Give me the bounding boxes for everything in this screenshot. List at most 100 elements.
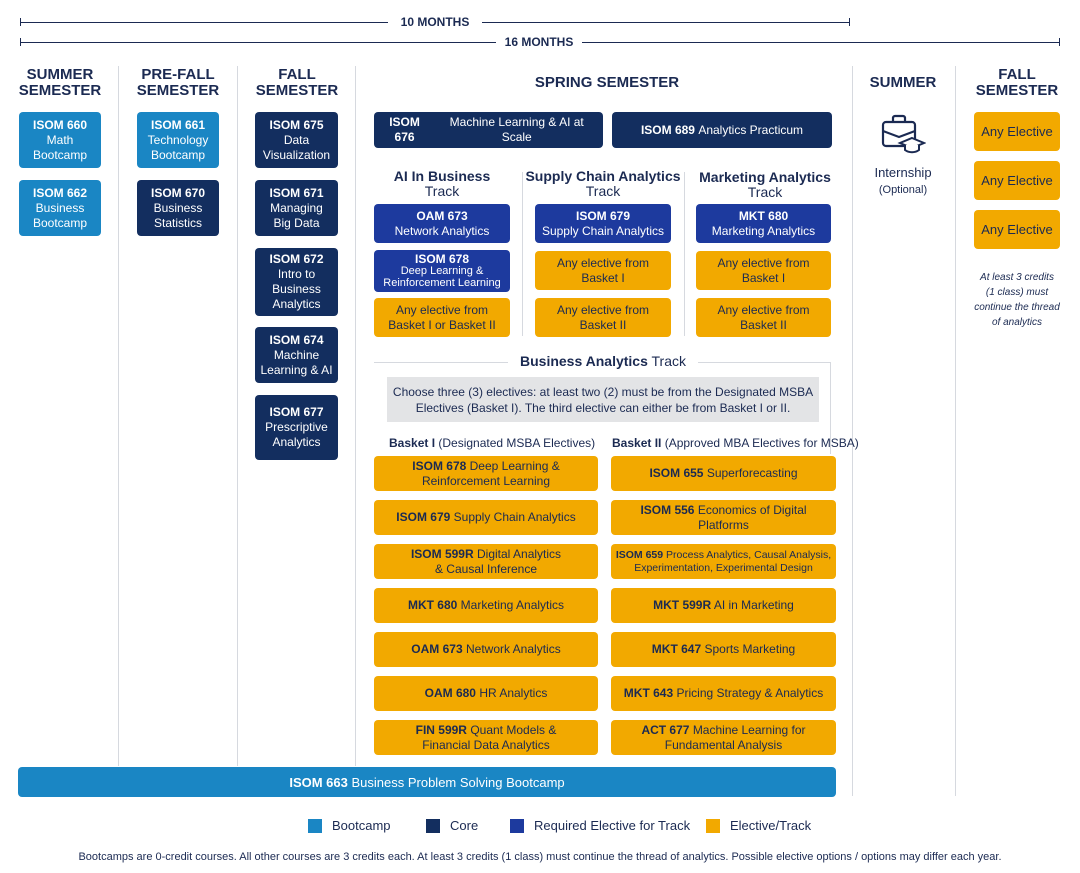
course-name: Pricing Strategy & Analytics [676,686,824,700]
track-course-mkt-680[interactable]: MKT 680 Marketing Analytics [696,204,831,243]
heading-line: SEMESTER [255,82,339,99]
legend-swatch [426,818,440,833]
course-isom-674[interactable]: ISOM 674 Machine Learning & AI [255,327,338,383]
course-code: ISOM 675 [269,117,324,132]
basket-item-line: MKT 599R AI in Marketing [653,598,794,613]
ba-track-title: Business Analytics Track [508,354,698,369]
course-name: Business [272,282,321,296]
track-elective-marketing-2[interactable]: Any elective from Basket II [696,298,831,337]
track-course-isom-679[interactable]: ISOM 679 Supply Chain Analytics [535,204,671,243]
course-name: Financial Data Analytics [422,737,550,752]
course-isom-671[interactable]: ISOM 671 Managing Big Data [255,180,338,236]
basket-1-item[interactable]: OAM 680 HR Analytics [374,676,598,711]
basket-1-item[interactable]: ISOM 599R Digital Analytics & Causal Inf… [374,544,598,579]
course-name: Business [35,200,85,215]
course-code: ISOM 662 [32,185,88,200]
elective-text: Basket I [741,270,786,285]
basket-item-line: MKT 643 Pricing Strategy & Analytics [624,686,823,701]
legend-swatch [510,818,524,833]
course-name: Statistics [153,215,202,230]
column-heading-spring: SPRING SEMESTER [420,75,794,91]
track-course-oam-673[interactable]: OAM 673 Network Analytics [374,204,510,243]
heading-line: SPRING SEMESTER [534,74,680,91]
course-name: Digital Analytics [477,546,562,561]
note-line: At least 3 credits [980,272,1054,283]
course-isom-676[interactable]: ISOM 676 Machine Learning & AI at Scale [374,112,603,148]
elective-text: Basket I or Basket II [388,317,496,332]
course-code: ISOM 674 [269,332,324,347]
course-code: ISOM 676 [389,115,420,144]
legend-label: Bootcamp [332,818,391,833]
course-name: Experimentation, Experimental Design [634,561,813,574]
course-name: Bootcamp [150,147,206,162]
course-isom-672[interactable]: ISOM 672 Intro to Business Analytics [255,248,338,316]
course-code: ISOM 661 [150,117,206,132]
basket-1-item[interactable]: ISOM 678 Deep Learning & Reinforcement L… [374,456,598,491]
heading-line: SEMESTER [136,82,220,99]
fall-elective-1[interactable]: Any Elective [974,112,1060,151]
course-isom-677[interactable]: ISOM 677 Prescriptive Analytics [255,395,338,460]
course-name: Supply Chain Analytics [453,510,576,524]
elective-text: Basket II [740,317,787,332]
legend-required-elective: Required Elective for Track [510,818,690,833]
course-name: Network Analytics [394,223,490,238]
basket-2-item[interactable]: ISOM 655 Superforecasting [611,456,836,491]
basket-2-item[interactable]: MKT 647 Sports Marketing [611,632,836,667]
basket-1-item[interactable]: MKT 680 Marketing Analytics [374,588,598,623]
basket-title: Basket I [389,436,436,450]
course-name: HR Analytics [479,686,548,700]
track-suffix: Track [424,183,460,199]
basket-1-item[interactable]: FIN 599R Quant Models & Financial Data A… [374,720,598,755]
basket-2-item[interactable]: MKT 599R AI in Marketing [611,588,836,623]
column-separator [355,66,356,766]
internship-optional: (Optional) [878,184,928,196]
track-elective-marketing-1[interactable]: Any elective from Basket I [696,251,831,290]
course-isom-675[interactable]: ISOM 675 Data Visualization [255,112,338,168]
track-elective-ai[interactable]: Any elective from Basket I or Basket II [374,298,510,337]
basket-2-item[interactable]: ISOM 659 Process Analytics, Causal Analy… [611,544,836,579]
track-suffix: Track [585,183,621,199]
course-code: MKT 680 [738,208,789,223]
basket-2-heading: Basket II (Approved MBA Electives for MS… [612,436,859,450]
ba-track-frame-right [830,362,831,454]
course-isom-660[interactable]: ISOM 660 Math Bootcamp [19,112,101,168]
basket-item-line: ISOM 556 Economics of Digital Platforms [615,503,832,533]
track-elective-supply-1[interactable]: Any elective from Basket I [535,251,671,290]
course-name: Sports Marketing [704,642,796,656]
track-title-ai-in-business: AI In Business Track [374,169,510,199]
legend-swatch [706,818,720,833]
instruction-line: Electives (Basket I). The third elective… [415,400,791,415]
course-isom-670[interactable]: ISOM 670 Business Statistics [137,180,219,236]
heading-line: FALL [278,66,316,83]
course-isom-663-bar[interactable]: ISOM 663 Business Problem Solving Bootca… [18,767,836,797]
course-name: Machine [273,347,320,362]
basket-2-item[interactable]: MKT 643 Pricing Strategy & Analytics [611,676,836,711]
track-course-isom-678[interactable]: ISOM 678 Deep Learning & Reinforcement L… [374,250,510,292]
course-isom-689[interactable]: ISOM 689 Analytics Practicum [612,112,832,148]
course-code: OAM 673 [416,208,468,223]
basket-2-item[interactable]: ISOM 556 Economics of Digital Platforms [611,500,836,535]
basket-1-item[interactable]: OAM 673 Network Analytics [374,632,598,667]
heading-line: PRE-FALL [141,66,215,83]
basket-1-heading: Basket I (Designated MSBA Electives) [389,436,595,450]
fall-elective-3[interactable]: Any Elective [974,210,1060,249]
course-code: ISOM 659 [615,548,664,561]
course-name: Learning & AI [260,362,333,377]
course-isom-662[interactable]: ISOM 662 Business Bootcamp [19,180,101,236]
course-code: FIN 599R [415,722,467,737]
track-elective-supply-2[interactable]: Any elective from Basket II [535,298,671,337]
basket-item-line: MKT 680 Marketing Analytics [408,598,564,613]
heading-line: SEMESTER [975,82,1059,99]
column-separator [118,66,119,766]
basket-1-item[interactable]: ISOM 679 Supply Chain Analytics [374,500,598,535]
course-name: Deep Learning & [400,265,484,277]
course-name: Reinforcement Learning [421,473,551,488]
fall-elective-2[interactable]: Any Elective [974,161,1060,200]
course-code: ISOM 671 [269,185,324,200]
course-isom-661[interactable]: ISOM 661 Technology Bootcamp [137,112,219,168]
basket-2-item[interactable]: ACT 677 Machine Learning for Fundamental… [611,720,836,755]
course-name: Machine Learning & AI at Scale [449,115,584,144]
course-name: Marketing Analytics [460,598,565,612]
course-name: Reinforcement Learning [383,277,501,289]
basket-item-line: ISOM 679 Supply Chain Analytics [396,510,575,525]
